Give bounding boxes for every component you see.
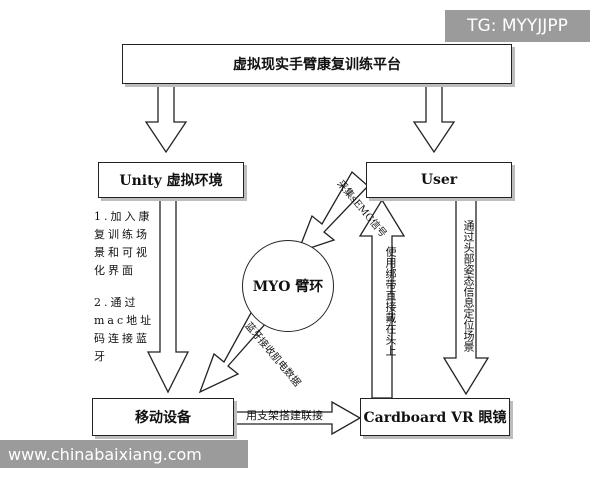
user-label: User xyxy=(420,172,458,188)
edge-label-head-pose: 通过头部姿态信息定位场景 xyxy=(462,220,475,352)
edge-label-stand: 用支架搭建联接 xyxy=(246,409,323,422)
edge-label-strap: 使用绑带直接戴在头上 xyxy=(384,246,397,356)
platform-box: 虚拟现实手臂康复训练平台 xyxy=(122,44,512,84)
myo-circle: MYO 臂环 xyxy=(242,240,334,332)
cardboard-label: Cardboard VR 眼镜 xyxy=(363,410,507,426)
arrow-cardboard-to-user xyxy=(358,198,406,399)
arrow-platform-to-user xyxy=(412,83,456,154)
arrow-mobile-to-cardboard xyxy=(233,400,362,436)
cardboard-box: Cardboard VR 眼镜 xyxy=(360,398,510,436)
user-box: User xyxy=(366,162,512,198)
arrow-user-to-myo xyxy=(296,170,369,254)
step-2-text: 2.通过mac地址码连接蓝牙 xyxy=(94,296,155,363)
mobile-label: 移动设备 xyxy=(135,410,191,426)
watermark-top-right: TG: MYYJJPP xyxy=(445,10,590,42)
arrow-user-to-cardboard xyxy=(442,197,490,396)
steps-note: 1.加入康复训练场景和可视化界面 2.通过mac地址码连接蓝牙 xyxy=(94,208,158,366)
myo-label: MYO 臂环 xyxy=(252,279,324,295)
arrow-unity-to-mobile xyxy=(146,197,190,394)
platform-label: 虚拟现实手臂康复训练平台 xyxy=(233,57,401,73)
step-1-text: 1.加入康复训练场景和可视化界面 xyxy=(94,210,153,277)
unity-box: Unity 虚拟环境 xyxy=(98,162,244,198)
arrow-platform-to-unity xyxy=(144,83,188,154)
mobile-box: 移动设备 xyxy=(92,398,234,436)
watermark-bottom-left: www.chinabaixiang.com xyxy=(0,440,248,468)
unity-label: Unity 虚拟环境 xyxy=(119,173,223,189)
